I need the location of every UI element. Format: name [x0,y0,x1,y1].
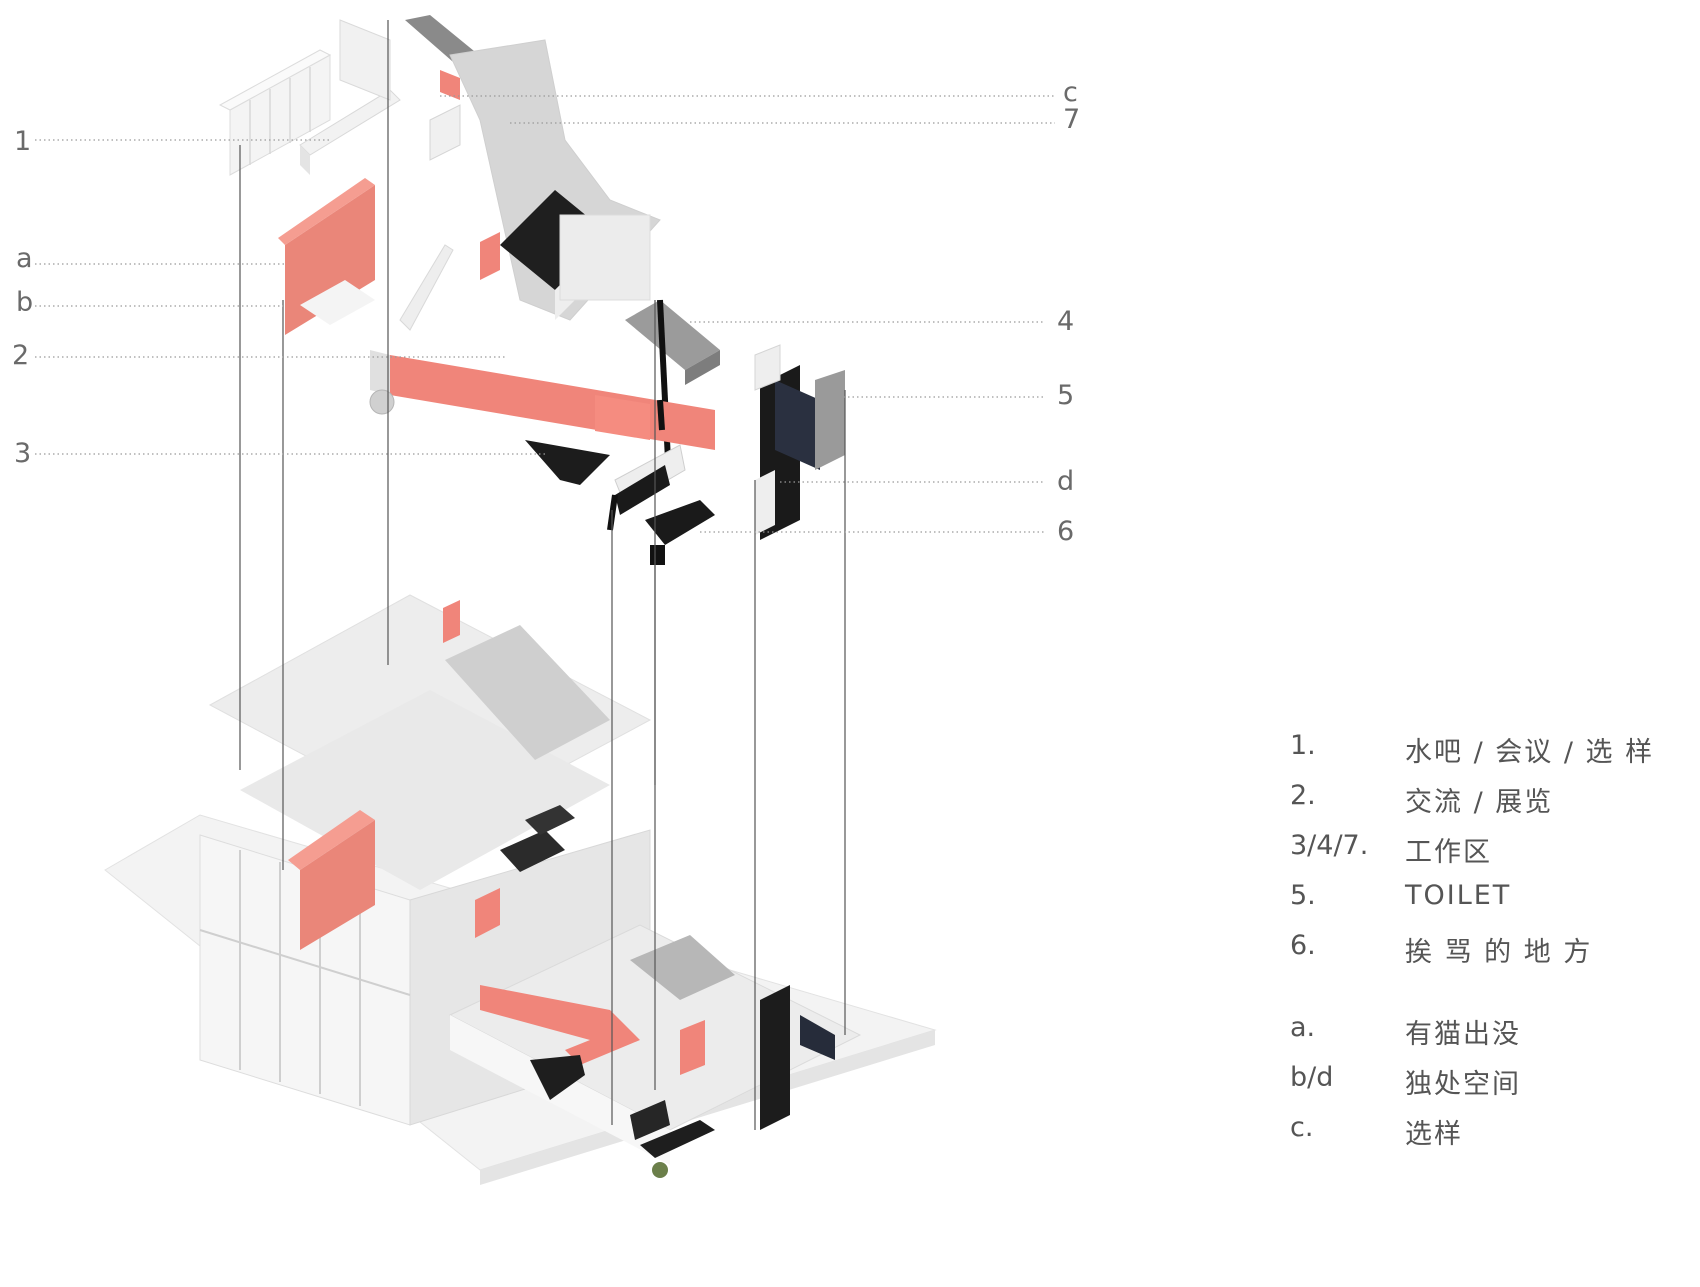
legend-key: 2. [1290,780,1316,811]
drop-lines [239,20,846,1130]
legend-value: 交流 / 展览 [1405,787,1554,818]
legend-key: 5. [1290,880,1316,911]
label-c: c [1063,77,1078,108]
exploded-layers [218,15,845,565]
legend-row-1: 1. 水吧 / 会议 / 选 样 [1290,730,1690,780]
label-b: b [16,287,33,318]
label-4: 4 [1057,306,1074,337]
legend-row-3-4-7: 3/4/7. 工作区 [1290,830,1690,880]
legend-row-b-d: b/d 独处空间 [1290,1062,1690,1112]
legend-row-6: 6. 挨 骂 的 地 方 [1290,930,1690,980]
leader-lines [35,95,1055,533]
legend-value: 选样 [1405,1119,1463,1150]
label-5: 5 [1057,380,1074,411]
label-7: 7 [1063,104,1080,135]
label-1: 1 [14,126,31,157]
label-2: 2 [12,340,29,371]
legend-row-2: 2. 交流 / 展览 [1290,780,1690,830]
base-building [104,594,937,1185]
label-d: d [1057,466,1074,497]
legend: 1. 水吧 / 会议 / 选 样 2. 交流 / 展览 3/4/7. 工作区 5… [1290,730,1690,1162]
label-3: 3 [14,438,31,469]
legend-value: 工作区 [1405,837,1492,868]
label-6: 6 [1057,516,1074,547]
legend-value: 水吧 / 会议 / 选 样 [1405,737,1655,768]
legend-value: 有猫出没 [1405,1019,1521,1050]
callout-labels: 1 a b 2 3 c 7 4 5 d 6 [12,77,1080,547]
legend-row-c: c. 选样 [1290,1112,1690,1162]
legend-key: 3/4/7. [1290,830,1369,861]
label-a: a [16,243,33,274]
legend-value: 独处空间 [1405,1069,1521,1100]
legend-key: 1. [1290,730,1316,761]
legend-key: 6. [1290,930,1316,961]
legend-row-5: 5. TOILET [1290,880,1690,930]
legend-value: TOILET [1405,880,1512,911]
legend-row-a: a. 有猫出没 [1290,1012,1690,1062]
legend-key: c. [1290,1112,1314,1143]
legend-key: a. [1290,1012,1316,1043]
legend-key: b/d [1290,1062,1334,1093]
legend-spacer [1290,980,1690,1012]
legend-value: 挨 骂 的 地 方 [1405,937,1593,968]
